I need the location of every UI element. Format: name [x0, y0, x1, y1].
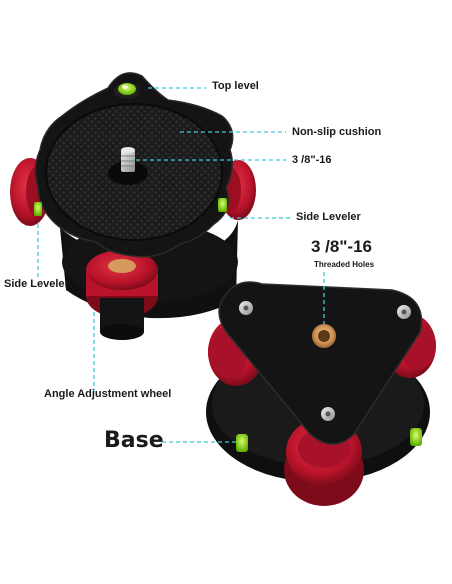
top-screw — [108, 147, 148, 185]
side-level-right — [218, 198, 227, 212]
label-side-leveler-left: Side Leveler — [4, 278, 69, 290]
base-level-left — [236, 434, 248, 452]
label-threaded-holes: Threaded Holes — [314, 260, 375, 269]
top-leveler — [10, 72, 256, 340]
leader-lines — [37, 87, 325, 443]
label-top-level: Top level — [212, 80, 259, 92]
bottom-triangle-plate — [218, 281, 423, 445]
corner-screw-left — [239, 301, 253, 315]
angle-wheel-front — [86, 250, 158, 340]
top-bubble-level — [114, 83, 140, 99]
label-side-leveler-right: Side Leveler — [296, 211, 361, 223]
threaded-hole — [312, 324, 336, 348]
label-angle-adjustment-wheel: Angle Adjustment wheel — [44, 388, 172, 400]
label-non-slip-cushion: Non-slip cushion — [292, 126, 382, 138]
bottom-leveler — [206, 281, 436, 506]
corner-screw-right — [397, 305, 411, 319]
base-level-right — [410, 428, 422, 446]
side-level-left — [34, 202, 42, 216]
label-screw-size-top: 3 /8"-16 — [292, 154, 332, 166]
label-screw-size-bottom: 3 /8"-16 — [311, 237, 372, 256]
corner-screw-bottom — [321, 407, 335, 421]
label-base: Base — [104, 428, 164, 453]
